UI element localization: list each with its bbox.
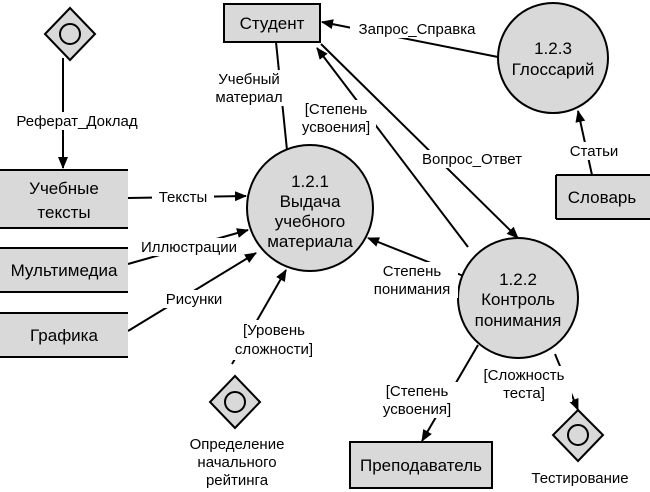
entity-student[interactable]: Студент [223, 3, 321, 43]
entity-teacher-label: Преподаватель [360, 456, 482, 475]
event-diamond-initial-rating-icon [208, 374, 262, 430]
process-1-2-2-label-line-2: понимания [475, 311, 562, 330]
process-1-2-2-label-line-1: Контроль [481, 290, 555, 309]
process-1-2-2[interactable]: 1.2.2 Контроль понимания [457, 237, 579, 359]
flow-label-query-reference: Запрос_Справка [359, 21, 477, 38]
process-1-2-1-label-line-3: материала [267, 232, 353, 251]
flow-label-mastery-2-line-2: усвоения] [383, 401, 451, 418]
process-1-2-3-label: Глоссарий [512, 60, 595, 79]
store-textbooks-label-line-2: тексты [37, 203, 90, 222]
event-diamond-testing-icon [551, 408, 605, 463]
flow-label-mastery-1-line-1: [Степень [305, 101, 368, 118]
store-textbooks[interactable]: Учебные тексты [0, 169, 128, 229]
store-graphics-label: Графика [30, 326, 98, 345]
store-multimedia-label: Мультимедиа [11, 261, 118, 280]
process-1-2-2-number: 1.2.2 [499, 270, 537, 289]
event-testing-label: Тестирование [531, 470, 628, 487]
process-1-2-1-number: 1.2.1 [291, 172, 329, 191]
flow-label-understanding-line-1: Степень [383, 263, 442, 280]
store-multimedia[interactable]: Мультимедиа [0, 247, 128, 293]
flow-line-question-answer [320, 43, 519, 239]
flow-label-essay-report: Реферат_Доклад [16, 113, 137, 130]
flow-label-study-material-line-2: материал [215, 89, 282, 106]
flow-label-difficulty-line-2: сложности] [235, 341, 313, 358]
flow-label-understanding-line-2: понимания [374, 281, 451, 298]
event-diamond-top-left-icon [43, 6, 97, 62]
event-initial-rating-label-line-2: начального [197, 454, 276, 471]
flow-label-mastery-2-line-1: [Степень [386, 383, 449, 400]
flow-label-articles: Статьи [570, 143, 619, 160]
process-1-2-1-label-line-2: учебного [275, 212, 345, 231]
flow-label-test-difficulty-line-1: [Сложность [484, 367, 565, 384]
flow-label-texts: Тексты [159, 189, 208, 206]
flow-label-study-material-line-1: Учебный [218, 71, 280, 88]
process-1-2-3[interactable]: 1.2.3 Глоссарий [497, 2, 609, 114]
event-testing[interactable]: Тестирование [531, 408, 629, 487]
process-1-2-1[interactable]: 1.2.1 Выдача учебного материала [246, 144, 374, 272]
event-initial-rating[interactable]: Определение начального рейтинга [190, 374, 285, 489]
process-1-2-3-number: 1.2.3 [534, 39, 572, 58]
flow-label-illustrations: Иллюстрации [141, 239, 237, 256]
process-1-2-1-label-line-1: Выдача [280, 192, 341, 211]
event-initial-rating-label-line-3: рейтинга [206, 472, 269, 489]
flow-label-mastery-1-line-2: усвоения] [302, 119, 370, 136]
flow-line-mastery-1 [316, 47, 469, 248]
flow-label-question-answer: Вопрос_Ответ [422, 151, 522, 168]
store-dictionary-label: Словарь [568, 188, 637, 207]
store-textbooks-label-line-1: Учебные [29, 179, 99, 198]
store-dictionary[interactable]: Словарь [555, 174, 650, 220]
event-initial-rating-label-line-1: Определение [190, 436, 285, 453]
flow-label-difficulty-line-1: [Уровень [243, 322, 305, 339]
entity-student-label: Студент [240, 14, 305, 33]
entity-teacher[interactable]: Преподаватель [349, 441, 493, 489]
flow-label-test-difficulty-line-2: теста] [503, 385, 545, 402]
flow-label-pictures: Рисунки [166, 291, 223, 308]
store-graphics[interactable]: Графика [0, 312, 128, 358]
